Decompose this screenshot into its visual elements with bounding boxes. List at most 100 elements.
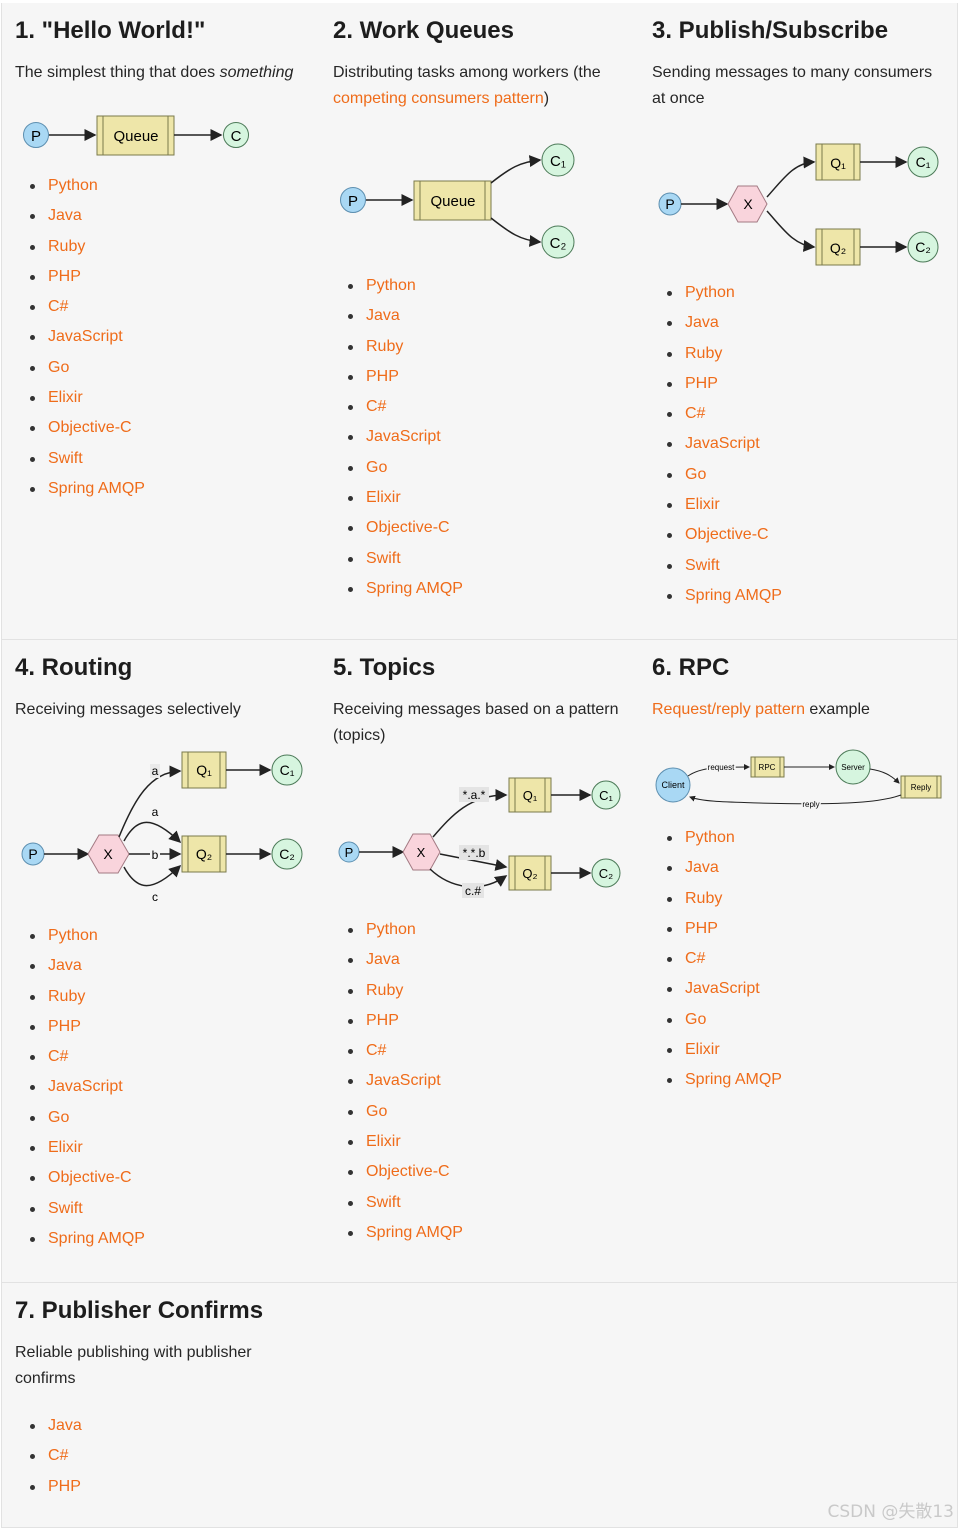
language-item[interactable]: Spring AMQP — [15, 474, 145, 504]
language-item[interactable]: Elixir — [652, 490, 782, 520]
language-item[interactable]: JavaScript — [333, 1066, 463, 1096]
consumer1-label: C₁ — [550, 153, 566, 170]
queue1-label: Q₁ — [523, 788, 538, 803]
language-item[interactable]: JavaScript — [333, 422, 463, 452]
consumer2-label: C₂ — [279, 846, 295, 862]
language-item[interactable]: Objective-C — [652, 520, 782, 550]
language-item[interactable]: Go — [333, 1097, 463, 1127]
language-item[interactable]: Ruby — [652, 339, 782, 369]
svg-text:*.a.*: *.a.* — [463, 788, 486, 802]
client-label: Client — [661, 780, 685, 790]
language-item[interactable]: Java — [15, 201, 145, 231]
language-item[interactable]: Java — [333, 301, 463, 331]
language-item[interactable]: Go — [15, 1103, 145, 1133]
language-item[interactable]: C# — [15, 292, 145, 322]
svg-text:*.*.b: *.*.b — [463, 846, 486, 860]
language-item[interactable]: Objective-C — [15, 413, 145, 443]
language-item[interactable]: Java — [333, 945, 463, 975]
language-item[interactable]: Java — [15, 951, 145, 981]
queue1-node — [508, 777, 552, 813]
language-item[interactable]: Spring AMQP — [15, 1224, 145, 1254]
binding-key-label — [459, 787, 489, 802]
language-item[interactable]: PHP — [652, 914, 782, 944]
svg-text:c.#: c.# — [465, 884, 481, 898]
language-item[interactable]: Ruby — [333, 976, 463, 1006]
request-reply-link[interactable]: Request/reply pattern — [652, 701, 805, 718]
language-item[interactable]: Java — [15, 1411, 82, 1441]
language-item[interactable]: Elixir — [333, 483, 463, 513]
language-item[interactable]: Go — [333, 453, 463, 483]
language-item[interactable]: PHP — [652, 369, 782, 399]
language-item[interactable]: Go — [652, 460, 782, 490]
competing-consumers-link[interactable]: competing consumers pattern — [333, 90, 544, 107]
language-item[interactable]: Objective-C — [333, 513, 463, 543]
card-description: Receiving messages selectively — [15, 701, 241, 718]
language-item[interactable]: Objective-C — [333, 1157, 463, 1187]
consumer1-label: C₁ — [916, 154, 931, 170]
language-item[interactable]: Ruby — [652, 884, 782, 914]
language-item[interactable]: Python — [652, 278, 782, 308]
language-item[interactable]: Python — [652, 823, 782, 853]
language-item[interactable]: Go — [652, 1005, 782, 1035]
language-item[interactable]: Elixir — [333, 1127, 463, 1157]
language-item[interactable]: Objective-C — [15, 1163, 145, 1193]
tutorial-card-work-queues: 2. Work Queues Distributing tasks among … — [320, 3, 640, 640]
language-item[interactable]: Ruby — [15, 232, 145, 262]
routing-key-label — [150, 764, 160, 778]
language-item[interactable]: C# — [333, 392, 463, 422]
queue2-node — [815, 228, 861, 266]
language-item[interactable]: Java — [652, 308, 782, 338]
language-item[interactable]: Java — [652, 853, 782, 883]
card-title: 4. Routing — [15, 654, 133, 681]
exchange-node — [87, 834, 130, 874]
language-item[interactable]: PHP — [15, 1472, 82, 1502]
language-item[interactable]: C# — [15, 1441, 82, 1471]
language-item[interactable]: Python — [15, 921, 145, 951]
empty-card — [320, 1283, 640, 1528]
language-item[interactable]: Go — [15, 353, 145, 383]
language-item[interactable]: Swift — [15, 444, 145, 474]
language-item[interactable]: Swift — [333, 544, 463, 574]
consumer1-label: C₁ — [280, 762, 295, 778]
language-item[interactable]: C# — [333, 1036, 463, 1066]
language-item[interactable]: JavaScript — [652, 429, 782, 459]
reply-label: reply — [802, 800, 819, 809]
language-item[interactable]: Spring AMQP — [652, 581, 782, 611]
language-item[interactable]: Python — [333, 271, 463, 301]
language-item[interactable]: Elixir — [652, 1035, 782, 1065]
consumer1-node — [271, 754, 303, 786]
language-item[interactable]: Swift — [15, 1194, 145, 1224]
language-item[interactable]: Spring AMQP — [333, 1218, 463, 1248]
queue2-label: Q₂ — [522, 866, 537, 881]
language-item[interactable]: C# — [652, 399, 782, 429]
tutorial-card-hello-world: 1. "Hello World!" The simplest thing tha… — [1, 3, 321, 640]
consumer2-node — [541, 225, 575, 259]
language-item[interactable]: Python — [15, 171, 145, 201]
queue2-node — [508, 855, 552, 891]
card-title: 5. Topics — [333, 654, 436, 681]
work-queues-diagram: P Queue C₁ C₂ — [340, 143, 575, 259]
language-item[interactable]: Ruby — [333, 332, 463, 362]
language-item[interactable]: Ruby — [15, 982, 145, 1012]
queue-label: Queue — [430, 193, 475, 210]
language-item[interactable]: Python — [333, 915, 463, 945]
language-item[interactable]: PHP — [15, 1012, 145, 1042]
client-node — [655, 767, 691, 803]
consumer2-label: C₂ — [915, 239, 931, 255]
language-item[interactable]: Elixir — [15, 383, 145, 413]
language-item[interactable]: PHP — [15, 262, 145, 292]
language-item[interactable]: Swift — [333, 1188, 463, 1218]
language-item[interactable]: JavaScript — [15, 1072, 145, 1102]
language-item[interactable]: JavaScript — [15, 322, 145, 352]
language-item[interactable]: Swift — [652, 551, 782, 581]
routing-key-label — [150, 889, 160, 903]
language-item[interactable]: PHP — [333, 362, 463, 392]
language-item[interactable]: Elixir — [15, 1133, 145, 1163]
language-item[interactable]: Spring AMQP — [333, 574, 463, 604]
language-item[interactable]: Spring AMQP — [652, 1065, 782, 1095]
language-item[interactable]: C# — [15, 1042, 145, 1072]
language-list: Python Java Ruby PHP C# JavaScript Go El… — [333, 915, 463, 1248]
language-item[interactable]: JavaScript — [652, 974, 782, 1004]
language-item[interactable]: PHP — [333, 1006, 463, 1036]
language-item[interactable]: C# — [652, 944, 782, 974]
